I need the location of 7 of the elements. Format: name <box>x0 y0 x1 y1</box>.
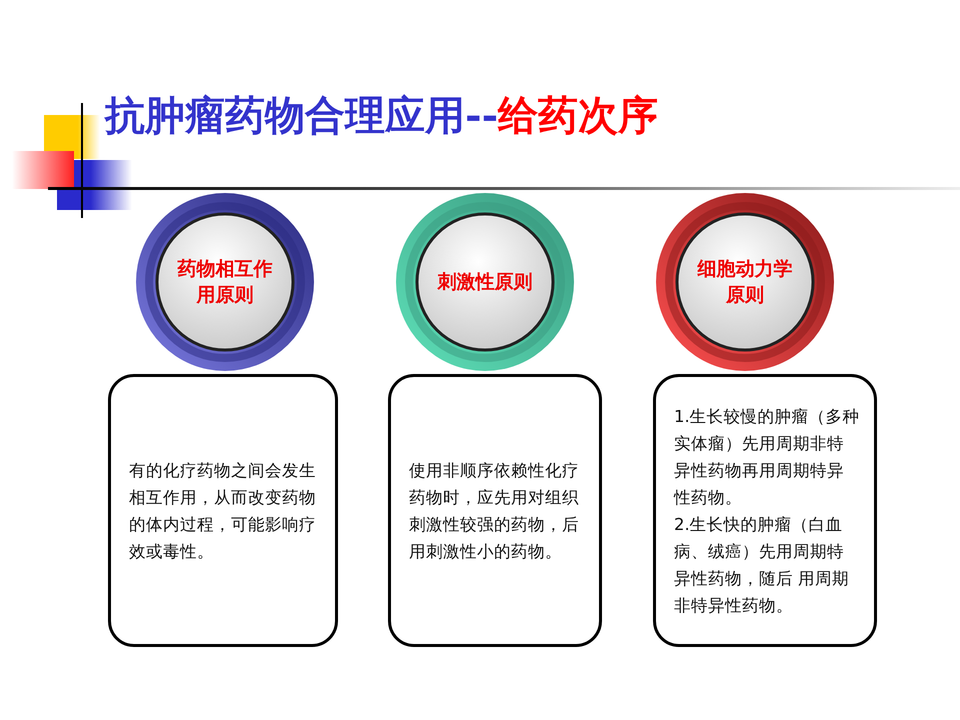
circle-badge: 刺激性原则 <box>395 192 575 372</box>
title: 抗肿瘤药物合理应用--给药次序 <box>105 91 658 141</box>
circle-badge: 药物相互作用原则 <box>135 192 315 372</box>
circle-badge: 细胞动力学原则 <box>655 192 835 372</box>
text-box: 1.生长较慢的肿瘤（多种实体瘤）先用周期非特异性药物再用周期特异性药物。 2.生长快的肿瘤（白血病、绒癌）先用周期特异性药物，随后 用周期非特异性药物。 <box>653 374 877 647</box>
text-box: 有的化疗药物之间会发生相互作用，从而改变药物的体内过程，可能影响疗效或毒性。 <box>108 374 338 647</box>
text-box: 使用非顺序依赖性化疗药物时，应先用对组织刺激性较强的药物，后用刺激性小的药物。 <box>388 374 602 647</box>
